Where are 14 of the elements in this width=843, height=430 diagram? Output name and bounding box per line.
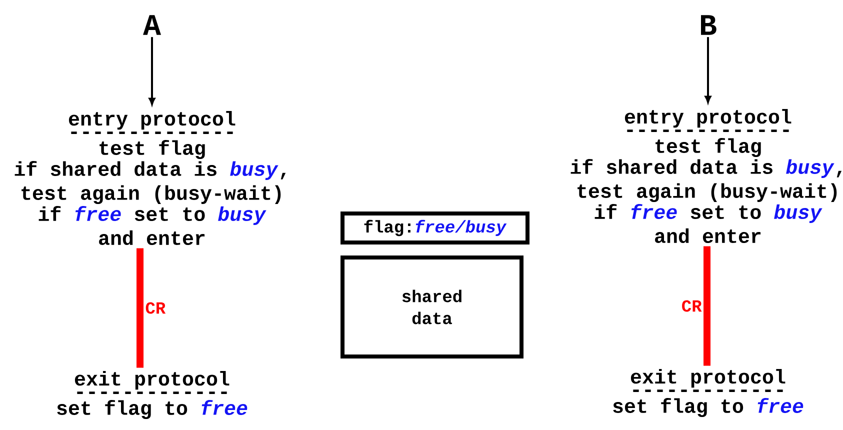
protocol-text: exit protocol ------------- set flag to free xyxy=(613,368,804,417)
protocol-text: entry protocol -------------- test flag if shared data is busy, test again (busy-wait) if free set to busy and enter xyxy=(570,108,842,243)
edge-label: CR xyxy=(682,300,702,312)
protocol-text: entry protocol -------------- test flag if shared data is busy, test again (busy-wait) if free set to busy and enter xyxy=(14,110,286,245)
flag-box: flag:free/busy xyxy=(340,212,530,244)
arrow xyxy=(148,37,156,105)
data-box: shared data xyxy=(340,256,524,358)
arrow xyxy=(704,37,712,103)
critical-region-bar xyxy=(136,248,144,368)
edge-label: CR xyxy=(146,302,166,314)
critical-region-bar xyxy=(704,246,710,366)
protocol-text: exit protocol ------------- set flag to free xyxy=(57,370,248,419)
process-label: B xyxy=(701,15,716,35)
process-label: A xyxy=(143,15,162,35)
